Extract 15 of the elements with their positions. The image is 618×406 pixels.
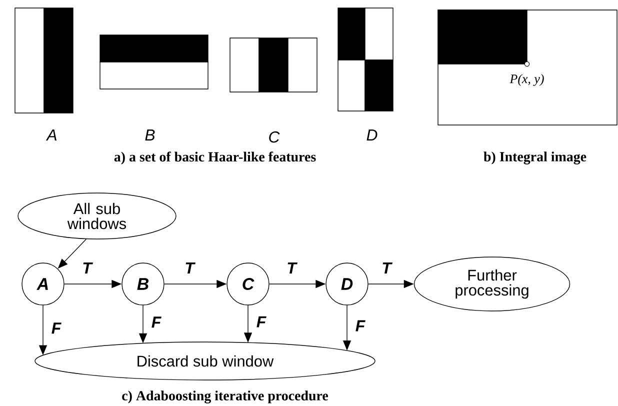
- edge-label: T: [288, 262, 298, 274]
- edge-label: F: [256, 316, 266, 328]
- edge-label: F: [52, 322, 62, 334]
- edge-label: T: [186, 262, 196, 274]
- edge-label: T: [83, 262, 93, 274]
- caption: b) Integral image: [484, 152, 586, 164]
- caption: a) a set of basic Haar-like features: [114, 152, 316, 164]
- feature-letter: B: [145, 130, 155, 140]
- edge-label: T: [382, 262, 392, 274]
- feature-letter: C: [269, 131, 280, 143]
- edge-label: F: [152, 316, 162, 328]
- feature-letter: A: [46, 130, 56, 140]
- edge-label: F: [356, 320, 366, 332]
- feature-letter: D: [366, 130, 378, 140]
- point-label: P(x, y): [510, 74, 544, 86]
